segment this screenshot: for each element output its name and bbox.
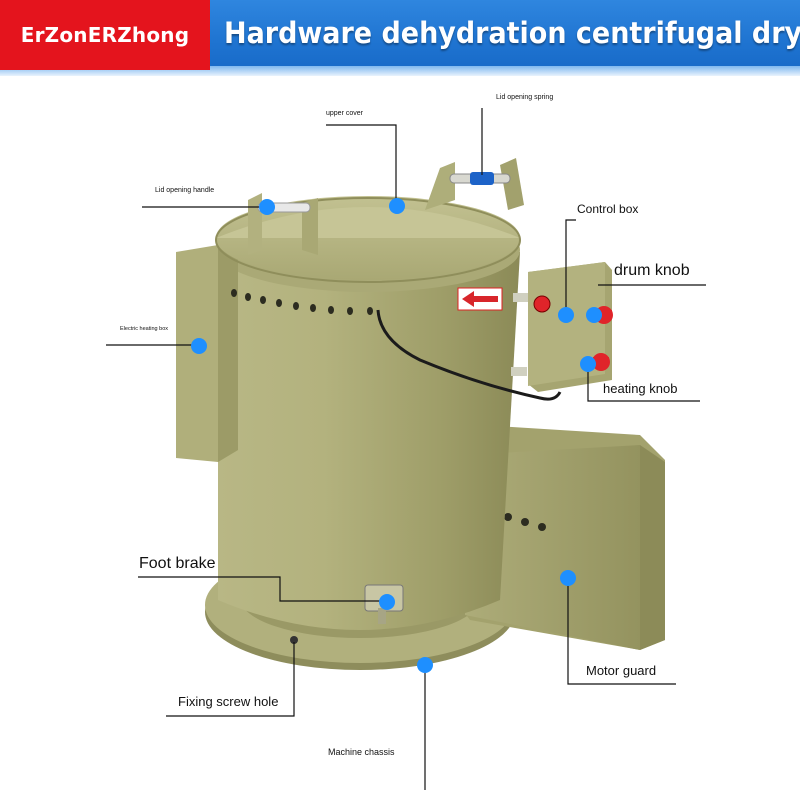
marker-control-box bbox=[558, 307, 574, 323]
label-fixing-screw-hole: Fixing screw hole bbox=[178, 694, 279, 709]
direction-arrow-icon bbox=[457, 287, 503, 311]
marker-electric-heating-box bbox=[191, 338, 207, 354]
page-title: Hardware dehydration centrifugal dryer bbox=[224, 16, 800, 50]
label-lid-opening-spring: Lid opening spring bbox=[496, 94, 554, 101]
header-banner: ErZonERZhong Hardware dehydration centri… bbox=[0, 0, 800, 76]
upper-cover bbox=[215, 196, 521, 283]
marker-lid-opening-handle bbox=[259, 199, 275, 215]
label-electric-heating-box: Electric heating box bbox=[120, 326, 168, 332]
power-cable bbox=[376, 309, 562, 401]
label-control-box: Control box bbox=[577, 202, 639, 216]
marker-foot-brake bbox=[379, 594, 395, 610]
marker-motor-guard bbox=[560, 570, 576, 586]
header-stripe bbox=[0, 66, 800, 76]
fixing-screw-hole bbox=[290, 636, 298, 644]
label-drum-knob: drum knob bbox=[614, 262, 690, 279]
label-upper-cover: upper cover bbox=[326, 110, 363, 117]
marker-drum-knob bbox=[586, 307, 602, 323]
callout-markers bbox=[191, 198, 602, 673]
marker-heating-knob bbox=[580, 356, 596, 372]
marker-machine-chassis bbox=[417, 657, 433, 673]
control-box bbox=[511, 262, 613, 392]
marker-upper-cover bbox=[389, 198, 405, 214]
label-motor-guard: Motor guard bbox=[586, 663, 657, 678]
lid-opening-spring bbox=[425, 158, 524, 210]
label-lid-opening-handle: Lid opening handle bbox=[155, 187, 215, 194]
vent-holes bbox=[231, 289, 373, 315]
leader-lines bbox=[106, 108, 706, 790]
label-heating-knob: heating knob bbox=[603, 381, 678, 396]
brand-badge: ErZonERZhong bbox=[0, 0, 210, 70]
motor-guard bbox=[455, 425, 665, 650]
label-machine-chassis: Machine chassis bbox=[328, 747, 395, 757]
brand-name: ErZonERZhong bbox=[20, 23, 190, 47]
label-foot-brake: Foot brake bbox=[139, 555, 216, 572]
electric-heating-box bbox=[176, 245, 238, 462]
